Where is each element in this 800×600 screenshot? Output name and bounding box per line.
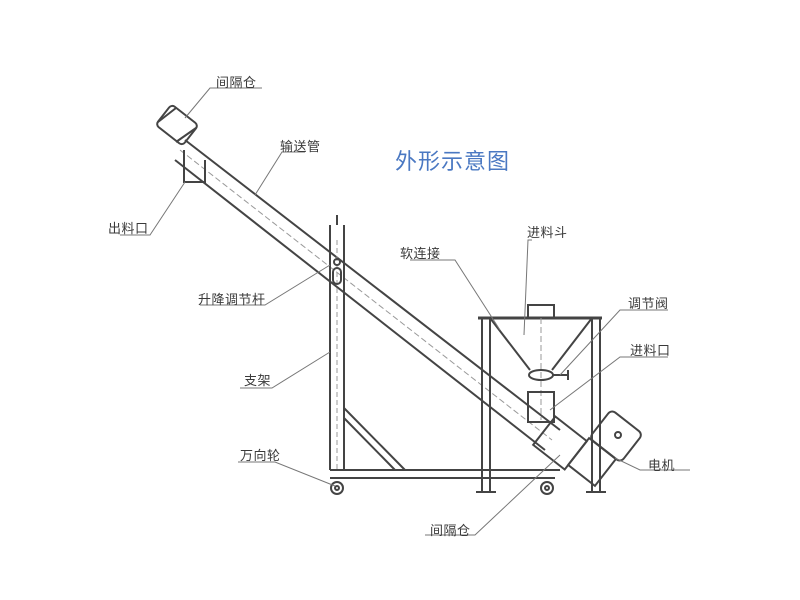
label-bracket: 支架 — [244, 374, 272, 389]
label-regulating-valve: 调节阀 — [628, 297, 669, 312]
label-spacer-bottom: 间隔仓 — [430, 524, 471, 539]
label-caster: 万向轮 — [240, 449, 281, 464]
label-discharge-port: 出料口 — [108, 222, 149, 237]
leader-lines — [120, 87, 690, 536]
diagram-title: 外形示意图 — [395, 150, 511, 175]
support-frame — [329, 215, 560, 479]
label-lifting-rod: 升降调节杆 — [198, 293, 266, 308]
conveyor-tube — [174, 139, 561, 451]
discharge-port — [183, 150, 206, 183]
label-feed-port: 进料口 — [630, 344, 671, 359]
label-feed-hopper: 进料斗 — [527, 226, 568, 241]
feed-hopper — [476, 304, 606, 493]
label-conveyor-tube: 输送管 — [280, 140, 321, 155]
bottom-spacer-and-motor — [531, 410, 642, 488]
label-soft-connection: 软连接 — [400, 247, 441, 262]
caster-wheels — [330, 481, 554, 495]
label-motor: 电机 — [648, 459, 676, 474]
label-spacer-top: 间隔仓 — [216, 76, 257, 91]
top-spacer-chamber — [156, 104, 198, 146]
